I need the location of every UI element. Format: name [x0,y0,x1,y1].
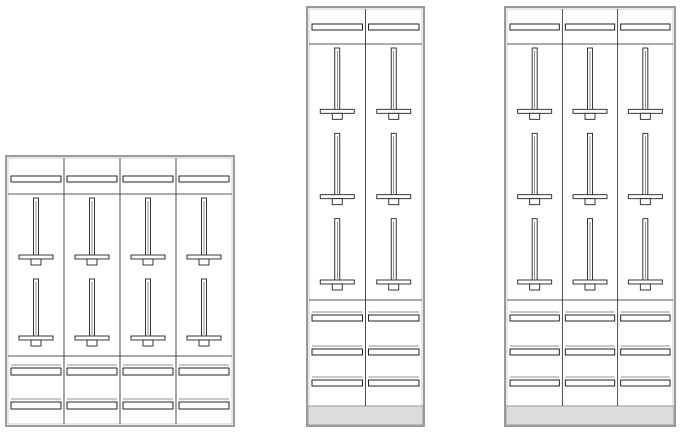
cabinet-left-meter-mount-terminal [86,339,98,347]
cabinet-right-meter-mount-crossbar [517,279,553,285]
cabinet-left-bottom-rail [122,401,174,410]
cabinet-middle-meter-mount-terminal [388,283,400,291]
cabinet-left-bottom-rail [66,401,118,410]
cabinet-middle-meter-mount-terminal [331,283,343,291]
cabinet-right-bottom-rail [620,379,671,387]
cabinet-left-meter-mount-crossbar [74,254,110,260]
cabinet-right-meter-mount-terminal [584,112,596,120]
cabinet-right-bottom-rail [564,314,616,322]
cabinet-left-bottom-rail [66,367,118,376]
cabinet-left-meter-mount-crossbar [130,335,166,341]
cabinet-left-meter-mount-terminal [198,258,210,266]
cabinet-right-meter-mount-crossbar [517,194,553,200]
cabinet-right-bottom-rail [620,348,671,356]
cabinet-left [5,155,235,427]
cabinet-left-meter-mount-crossbar [186,254,222,260]
cabinet-right [504,6,676,427]
cabinet-left-meter-mount-crossbar [18,254,54,260]
cabinet-middle-bottom-rail [368,348,420,356]
cabinet-middle-top-rail [311,23,363,31]
cabinet-middle-meter-mount-terminal [388,112,400,120]
cabinet-left-top-rail [178,175,230,183]
cabinet-right-bottom-rail [564,348,616,356]
cabinet-right-meter-mount-crossbar [627,108,663,114]
cabinet-middle-bottom-rail [311,314,363,322]
cabinet-right-meter-mount-terminal [584,198,596,206]
cabinet-right-bottom-rail [509,348,560,356]
cabinet-middle-top-rail [368,23,420,31]
cabinet-left-meter-mount-crossbar [186,335,222,341]
cabinet-middle [306,6,425,427]
cabinet-right-top-rail [564,23,616,31]
cabinet-middle-meter-mount-crossbar [376,279,412,285]
cabinet-right-meter-mount-crossbar [572,279,608,285]
cabinet-middle-meter-mount-crossbar [376,194,412,200]
cabinet-middle-meter-mount-crossbar [319,108,355,114]
cabinet-right-meter-mount-terminal [639,198,651,206]
cabinet-left-bottom-rail [122,367,174,376]
cabinet-left-meter-mount-crossbar [74,335,110,341]
cabinet-left-bottom-rail [178,367,230,376]
cabinet-middle-meter-mount-terminal [388,198,400,206]
cabinet-middle-bottom-rail [368,379,420,387]
cabinet-right-plinth [505,405,675,426]
cabinet-middle-bottom-rail [311,379,363,387]
cabinet-right-meter-mount-crossbar [627,194,663,200]
cabinet-middle-meter-mount-terminal [331,198,343,206]
cabinet-right-bottom-rail [509,314,560,322]
cabinet-right-meter-mount-terminal [639,283,651,291]
cabinet-right-meter-mount-terminal [529,198,541,206]
cabinet-right-meter-mount-crossbar [627,279,663,285]
cabinet-right-bottom-rail [620,314,671,322]
cabinet-left-meter-mount-terminal [30,339,42,347]
cabinet-left-top-rail [122,175,174,183]
cabinet-right-meter-mount-terminal [529,112,541,120]
cabinet-right-bottom-rail [564,379,616,387]
cabinet-left-top-rail [66,175,118,183]
cabinet-right-meter-mount-terminal [584,283,596,291]
cabinet-left-meter-mount-crossbar [130,254,166,260]
cabinet-left-meter-mount-terminal [142,258,154,266]
cabinet-middle-plinth [307,405,424,426]
cabinet-left-meter-mount-terminal [30,258,42,266]
cabinet-right-meter-mount-crossbar [572,108,608,114]
cabinet-left-meter-mount-terminal [198,339,210,347]
cabinet-right-bottom-rail [509,379,560,387]
cabinet-left-meter-mount-crossbar [18,335,54,341]
cabinet-right-top-rail [509,23,560,31]
cabinet-right-meter-mount-terminal [639,112,651,120]
cabinet-right-meter-mount-crossbar [517,108,553,114]
cabinet-middle-meter-mount-crossbar [319,279,355,285]
cabinet-right-top-rail [620,23,671,31]
cabinet-left-bottom-rail [10,401,62,410]
cabinet-middle-meter-mount-crossbar [376,108,412,114]
cabinet-left-bottom-rail [178,401,230,410]
cabinet-right-meter-mount-crossbar [572,194,608,200]
cabinet-left-top-rail [10,175,62,183]
cabinet-middle-meter-mount-crossbar [319,194,355,200]
cabinet-middle-bottom-rail [368,314,420,322]
cabinet-middle-meter-mount-terminal [331,112,343,120]
cabinet-left-meter-mount-terminal [86,258,98,266]
cabinet-middle-bottom-rail [311,348,363,356]
cabinet-left-bottom-rail [10,367,62,376]
cabinet-right-meter-mount-terminal [529,283,541,291]
cabinet-left-meter-mount-terminal [142,339,154,347]
